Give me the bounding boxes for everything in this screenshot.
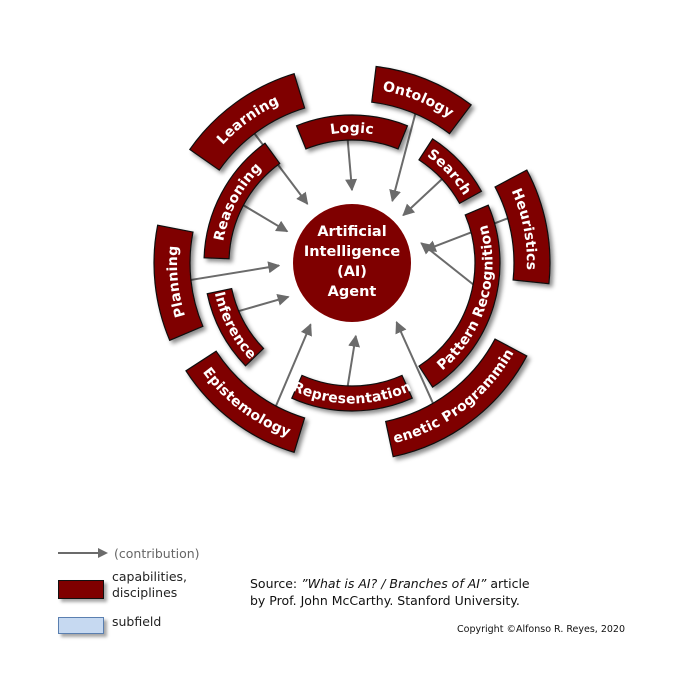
hub-line-2: Intelligence [304, 244, 401, 260]
source-line-1: Source: ”What is AI? / Branches of AI” a… [250, 575, 530, 592]
inner-segment-representation [291, 374, 413, 412]
ai-agent-hub: Artificial Intelligence (AI) Agent [293, 204, 411, 322]
copyright-holder: Alfonso R. Reyes, 2020 [515, 624, 626, 635]
source-title: ”What is AI? / Branches of AI” [301, 576, 487, 591]
copyright-notice: Copyright ©Alfonso R. Reyes, 2020 [457, 624, 625, 635]
legend-capabilities-line1: capabilities, [112, 569, 188, 584]
arrow-epistemology [275, 323, 312, 407]
inner-segment-search [418, 138, 483, 205]
legend-capabilities-label: capabilities, disciplines [112, 569, 187, 601]
arrow-planning [190, 261, 281, 281]
outer-segment-epistemology [185, 350, 306, 454]
hub-line-1: Artificial [317, 224, 386, 240]
legend-subfield-label: subfield [112, 614, 162, 629]
legend-capabilities-swatch [58, 580, 104, 599]
arrow-logic [345, 139, 358, 192]
outer-segment-heuristics [494, 169, 551, 285]
inner-segment-inference [206, 287, 265, 367]
outer-segment-planning [153, 224, 204, 342]
arrow-genetic-programming [395, 321, 434, 404]
source-prefix: Source: [250, 576, 302, 591]
arrow-search [402, 178, 443, 217]
copyright-symbol-icon: © [506, 624, 516, 635]
inner-segment-reasoning [203, 142, 281, 260]
outer-segment-learning [188, 72, 306, 171]
source-line-2: by Prof. John McCarthy. Stanford Univers… [250, 593, 520, 608]
outer-segment-genetic-programming [384, 338, 528, 458]
inner-segment-logic [295, 114, 409, 150]
inner-label-logic: Logic [329, 120, 375, 138]
source-citation: Source: ”What is AI? / Branches of AI” a… [250, 575, 530, 609]
arrow-inference [238, 294, 290, 313]
hub-circle [293, 204, 411, 322]
copyright-text: Copyright [457, 624, 504, 635]
inner-segment-pattern-recognition [418, 204, 501, 388]
arrow-representation [346, 334, 361, 387]
legend-contribution-label: (contribution) [114, 546, 200, 561]
hub-line-3: (AI) [337, 264, 367, 280]
hub-line-4: Agent [328, 284, 377, 300]
arrow-ontology [389, 113, 417, 203]
legend-subfield-swatch [58, 617, 104, 634]
legend-capabilities-line2: disciplines [112, 585, 178, 600]
source-suffix: article [486, 576, 530, 591]
arrow-reasoning [242, 204, 289, 233]
outer-segment-ontology [371, 65, 472, 135]
legend-arrow-icon [58, 548, 108, 558]
